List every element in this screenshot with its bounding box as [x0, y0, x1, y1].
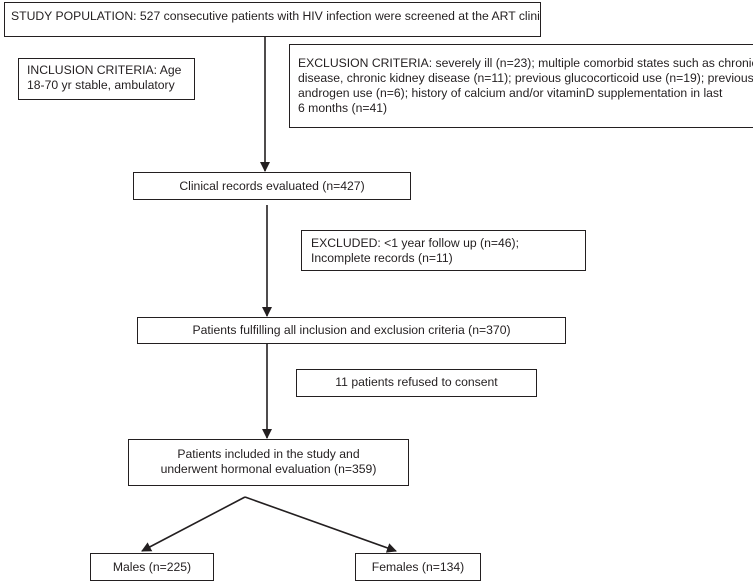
exclusion-criteria-line-4: 6 months (n=41) — [298, 101, 388, 115]
exclusion-criteria-line-1: EXCLUSION CRITERIA: severely ill (n=23);… — [298, 56, 753, 70]
included-study-box: Patients included in the study and under… — [128, 439, 409, 486]
clinical-records-text: Clinical records evaluated (n=427) — [179, 179, 365, 193]
clinical-records-box: Clinical records evaluated (n=427) — [133, 172, 411, 200]
exclusion-criteria-line-2: disease, chronic kidney disease (n=11); … — [298, 71, 753, 85]
study-population-text: STUDY POPULATION: 527 consecutive patien… — [11, 9, 541, 23]
refused-consent-box: 11 patients refused to consent — [296, 369, 537, 397]
inclusion-criteria-line-1: INCLUSION CRITERIA: Age — [27, 63, 182, 77]
included-study-line-2: underwent hormonal evaluation (n=359) — [160, 462, 377, 476]
arrow-included-to-males — [141, 496, 246, 552]
females-text: Females (n=134) — [371, 560, 465, 574]
study-population-box: STUDY POPULATION: 527 consecutive patien… — [4, 2, 541, 37]
arrow-included-to-females — [244, 496, 397, 553]
inclusion-criteria-line-2: 18-70 yr stable, ambulatory — [27, 78, 175, 92]
exclusion-criteria-line-3: androgen use (n=6); history of calcium a… — [298, 86, 723, 100]
females-box: Females (n=134) — [355, 553, 481, 581]
refused-consent-text: 11 patients refused to consent — [335, 375, 498, 389]
fulfilling-criteria-text: Patients fulfilling all inclusion and ex… — [192, 323, 511, 337]
fulfilling-criteria-box: Patients fulfilling all inclusion and ex… — [137, 317, 566, 344]
included-study-line-1: Patients included in the study and — [177, 447, 360, 461]
excluded-line-2: Incomplete records (n=11) — [311, 251, 453, 265]
excluded-box: EXCLUDED: <1 year follow up (n=46); Inco… — [301, 230, 586, 271]
exclusion-criteria-box: EXCLUSION CRITERIA: severely ill (n=23);… — [289, 44, 753, 128]
excluded-line-1: EXCLUDED: <1 year follow up (n=46); — [311, 236, 519, 250]
inclusion-criteria-box: INCLUSION CRITERIA: Age 18-70 yr stable,… — [18, 58, 195, 100]
males-text: Males (n=225) — [112, 560, 192, 574]
males-box: Males (n=225) — [90, 553, 214, 581]
